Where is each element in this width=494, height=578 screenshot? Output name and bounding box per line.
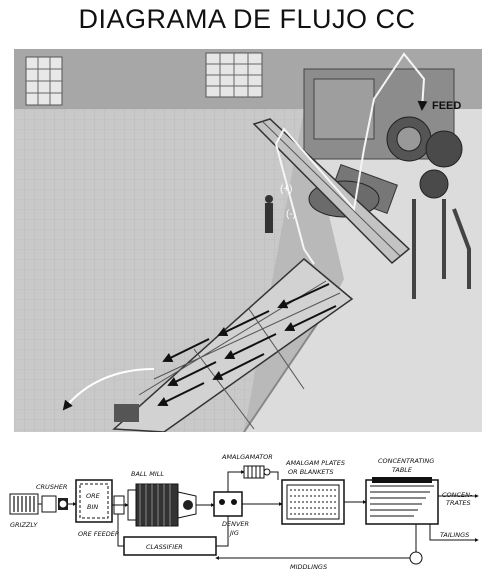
discharge-arrow: [62, 368, 155, 411]
concentrates-label-2: TRATES: [446, 499, 471, 507]
window-center: [205, 52, 263, 98]
sluice-tray: [112, 258, 354, 432]
tiled-floor: [14, 109, 304, 432]
amalgamator-label: AMALGAMATOR: [221, 453, 273, 461]
ore-bin-symbol: [75, 479, 113, 523]
concentrating-table-label-1: CONCENTRATING: [378, 457, 434, 465]
classifier-label: CLASSIFIER: [146, 543, 183, 551]
page-title: DIAGRAMA DE FLUJO CC: [78, 4, 416, 34]
process-flow-arrow: [274, 52, 428, 265]
grizzly-symbol: [9, 493, 39, 515]
ball-mill-label: BALL MILL: [131, 470, 164, 478]
amalgam-plates-label-1: AMALGAM PLATES: [285, 459, 345, 467]
amalgam-plates-symbol: [281, 479, 345, 525]
ball-mill-symbol: [127, 483, 197, 527]
amalgam-plates-label-2: OR BLANKETS: [288, 468, 334, 476]
crusher-label: CRUSHER: [36, 483, 67, 491]
plant-photo-drawing: FEED (+) (-): [14, 49, 482, 432]
tailings-label: TAILINGS: [440, 531, 469, 539]
denver-jig-symbol: [213, 491, 243, 517]
concentrating-table-symbol: [365, 477, 439, 525]
amalgamator-symbol: [243, 465, 271, 479]
window-left: [25, 56, 63, 106]
ore-feeder-label: ORE FEEDER: [78, 530, 119, 538]
pump-symbol: [409, 551, 423, 565]
sluice-flow-arrows: [157, 283, 337, 406]
ore-bin-label-1: ORE: [86, 492, 101, 500]
flow-schematic: GRIZZLY CRUSHER ORE BIN ORE FEEDER BALL …: [0, 446, 494, 573]
flow-lines: [38, 470, 479, 560]
middlings-label: MIDDLINGS: [290, 563, 327, 571]
plant-photo: FEED (+) (-): [14, 49, 482, 432]
feed-label: FEED: [432, 100, 461, 112]
plus-sign-label: (+): [280, 184, 293, 195]
concentrates-label-1: CONCEN-: [442, 491, 473, 499]
machinery: [303, 68, 471, 299]
concentrating-table-label-2: TABLE: [392, 466, 413, 474]
minus-sign-label: (-): [286, 209, 296, 220]
motor-box: [114, 404, 139, 422]
flow-schematic-drawing: GRIZZLY CRUSHER ORE BIN ORE FEEDER BALL …: [9, 453, 479, 571]
denver-jig-label-1: DENVER: [222, 520, 249, 528]
denver-jig-label-2: JIG: [228, 529, 239, 537]
worker-figure: [265, 195, 273, 233]
ore-bin-label-2: BIN: [87, 503, 98, 511]
grizzly-label: GRIZZLY: [10, 521, 38, 529]
crusher-symbol: [41, 495, 68, 513]
